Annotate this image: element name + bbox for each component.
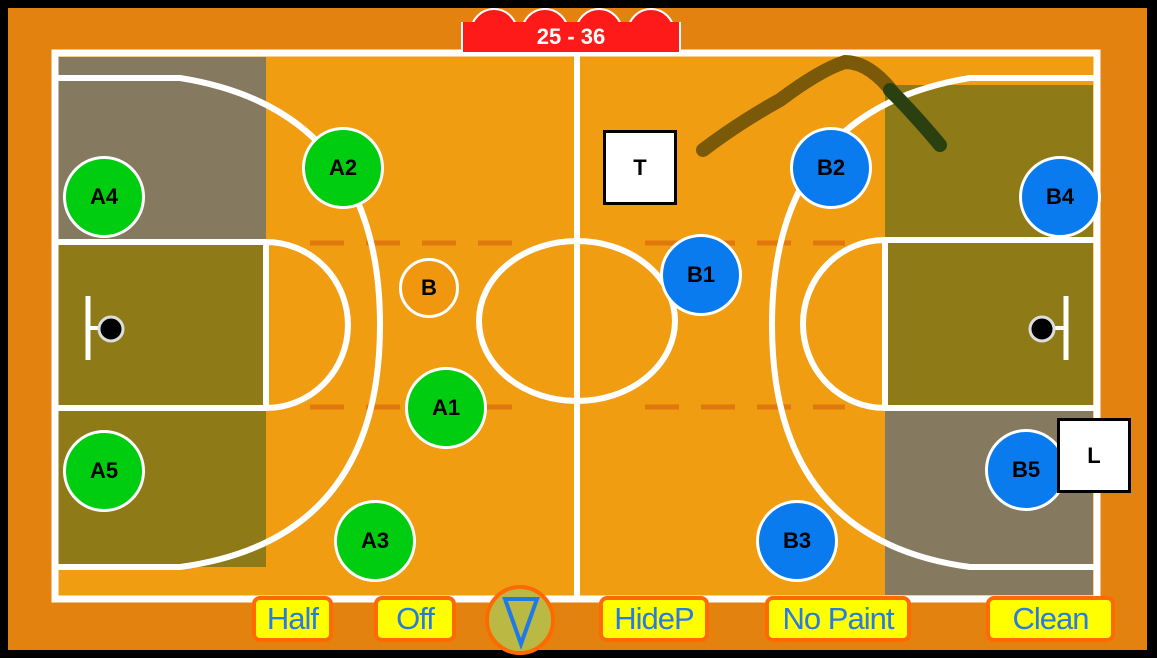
triangle-down-icon bbox=[502, 597, 540, 650]
ball[interactable]: B bbox=[399, 258, 459, 318]
hide-players-button[interactable]: HideP bbox=[599, 596, 709, 642]
player-b4[interactable]: B4 bbox=[1019, 156, 1101, 238]
no-paint-button[interactable]: No Paint bbox=[765, 596, 911, 642]
player-a4[interactable]: A4 bbox=[63, 156, 145, 238]
player-a5[interactable]: A5 bbox=[63, 430, 145, 512]
drawn-annotation-path-end bbox=[883, 83, 947, 152]
left-paint bbox=[58, 240, 266, 408]
player-b2[interactable]: B2 bbox=[790, 127, 872, 209]
player-a3[interactable]: A3 bbox=[334, 500, 416, 582]
scoreboard: 25 - 36 bbox=[461, 22, 681, 54]
clean-button[interactable]: Clean bbox=[986, 596, 1115, 642]
left-hoop-icon bbox=[85, 296, 125, 360]
player-a1[interactable]: A1 bbox=[405, 367, 487, 449]
right-hoop-icon bbox=[1028, 296, 1069, 360]
off-button[interactable]: Off bbox=[374, 596, 456, 642]
player-b3[interactable]: B3 bbox=[756, 500, 838, 582]
half-button[interactable]: Half bbox=[252, 596, 333, 642]
marker-t[interactable]: T bbox=[603, 130, 677, 205]
marker-l[interactable]: L bbox=[1057, 418, 1131, 493]
right-paint bbox=[885, 240, 1093, 408]
player-b1[interactable]: B1 bbox=[660, 234, 742, 316]
player-b5-token[interactable]: B5 bbox=[985, 429, 1067, 511]
drawn-annotation-path bbox=[696, 54, 902, 157]
toggle-button[interactable] bbox=[485, 585, 555, 655]
player-b5: B5 bbox=[1011, 457, 1041, 482]
player-a2[interactable]: A2 bbox=[302, 127, 384, 209]
